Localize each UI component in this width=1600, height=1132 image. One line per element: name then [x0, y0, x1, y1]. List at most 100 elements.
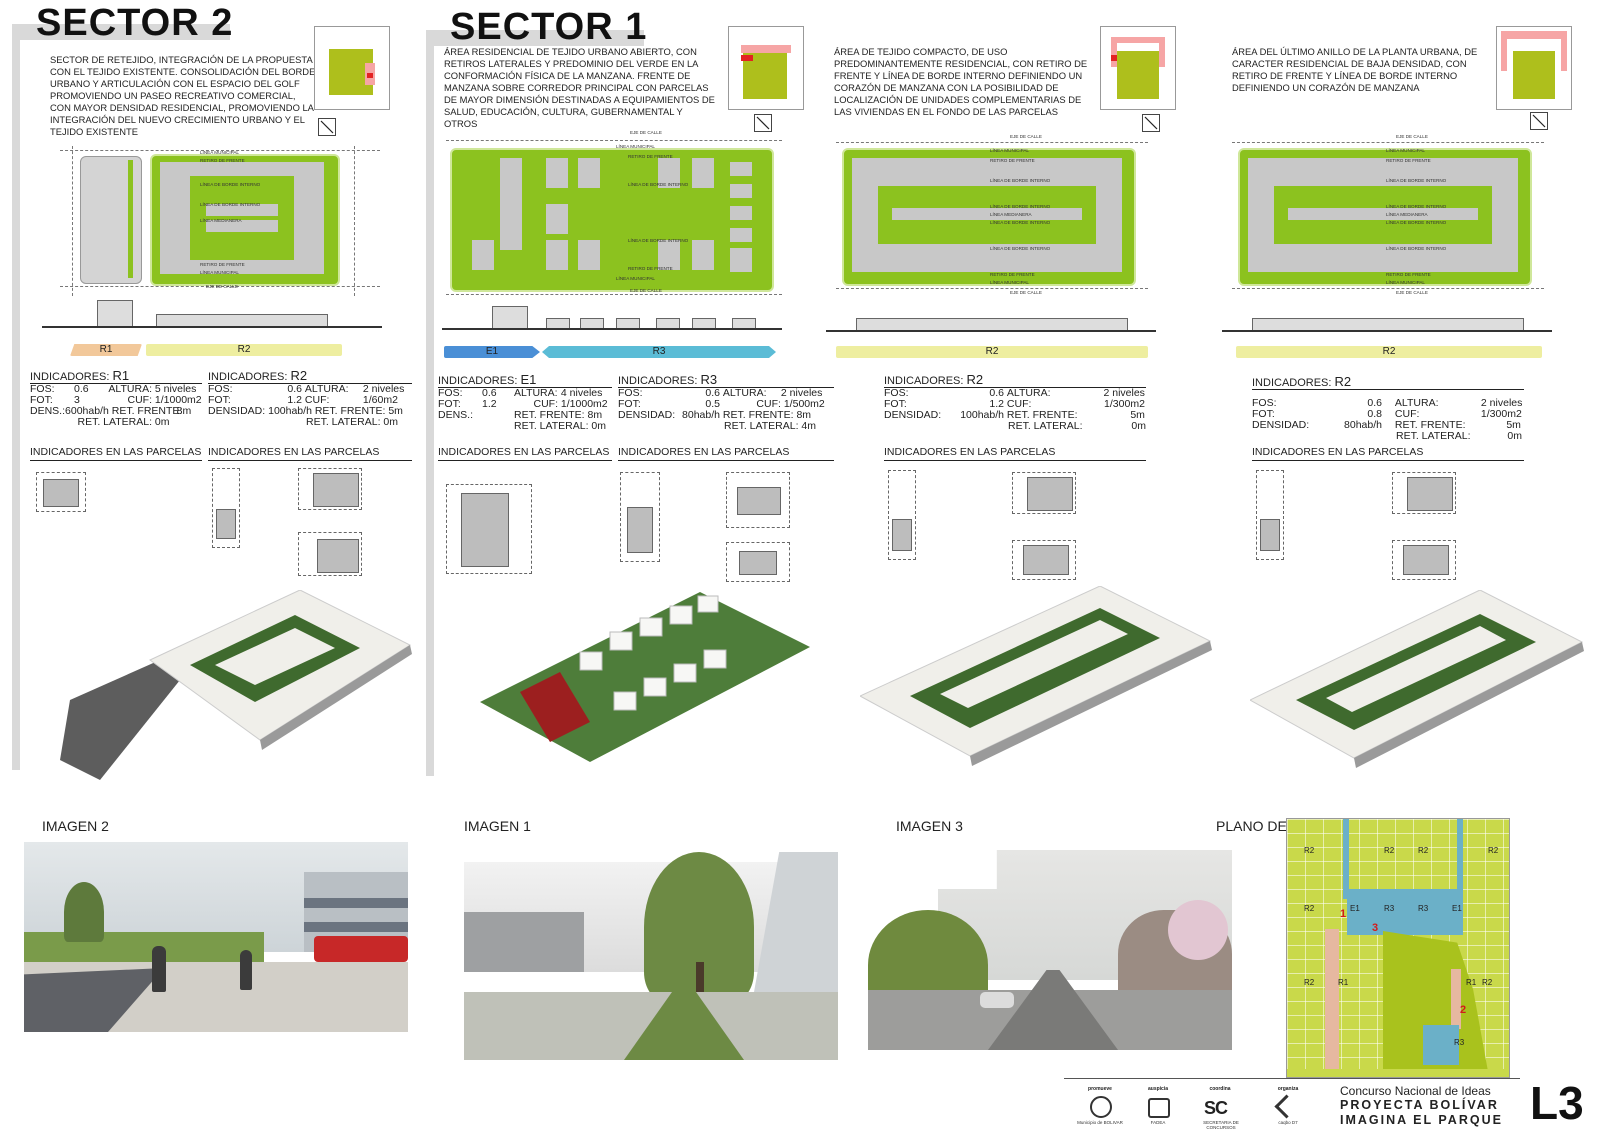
sector2-label-linea-municipal-2: LÍNEA MUNICIPAL — [200, 270, 239, 275]
parcel-s1-b — [620, 472, 660, 562]
sector2-label-retiro-frente-2: RETIRO DE FRENTE — [200, 262, 245, 267]
plano-label-r2-b: R2 — [1384, 846, 1395, 855]
zone-e1-bar: E1 — [444, 346, 540, 358]
zone-r3-bar: R3 — [542, 346, 776, 358]
parcel-s3-c — [1012, 540, 1076, 580]
imagen-1-label: IMAGEN 1 — [464, 818, 531, 834]
parcel-s3-b — [1012, 472, 1076, 514]
sector1-north-icon — [754, 114, 772, 132]
plano-label-r2-a: R2 — [1304, 846, 1315, 855]
sector4-parcel-heading: INDICADORES EN LAS PARCELAS — [1252, 446, 1424, 458]
sector3-label-eje: EJE DE CALLE — [1010, 134, 1042, 139]
sector1-label-linea-municipal: LÍNEA MUNICIPAL — [616, 144, 655, 149]
sector3-section — [826, 310, 1156, 334]
footer-contest-name: Concurso Nacional de Ideas — [1340, 1084, 1491, 1098]
sector1-label-linea-municipal-2: LÍNEA MUNICIPAL — [616, 276, 655, 281]
sector2-label-borde-interno-2: LÍNEA DE BORDE INTERNO — [200, 202, 261, 207]
plano-referencia-map — [1286, 818, 1510, 1078]
sector3-indicators-r2: INDICADORES: R2 FOS:0.6 ALTURA:2 niveles… — [884, 372, 1146, 432]
sector2-description: SECTOR DE RETEJIDO, INTEGRACIÓN DE LA PR… — [50, 54, 316, 137]
sector4-label-retiro-frente-2: RETIRO DE FRENTE — [1386, 272, 1431, 277]
sector3-label-borde-interno: LÍNEA DE BORDE INTERNO — [990, 178, 1051, 183]
footer-logo-municipio: Municipio de BOLIVAR — [1077, 1120, 1123, 1125]
imagen-2-render — [24, 842, 408, 1032]
sector2-block-plan — [60, 146, 380, 296]
sector4-label-borde-interno: LÍNEA DE BORDE INTERNO — [1386, 178, 1447, 183]
municipio-shield-icon — [1090, 1096, 1112, 1118]
sector4-label-eje: EJE DE CALLE — [1396, 134, 1428, 139]
plano-label-r2-f: R2 — [1304, 978, 1315, 987]
sector2-label-retiro-frente: RETIRO DE FRENTE — [200, 158, 245, 163]
footer-promueve: promueve — [1088, 1086, 1112, 1092]
footer-line-1: PROYECTA BOLÍVAR — [1340, 1098, 1499, 1112]
caqbo-logo-icon — [1274, 1094, 1299, 1119]
sector1-title-bar — [426, 30, 644, 46]
sector3-key-plan — [1100, 26, 1176, 110]
zone-r1-bar: R1 — [70, 344, 142, 356]
sector2-parcel-heading-r1: INDICADORES EN LAS PARCELAS — [30, 446, 202, 458]
sector1-indicators-r3: INDICADORES: R3 FOS:0.6 ALTURA:2 niveles… — [618, 372, 834, 432]
sector4-label-eje-2: EJE DE CALLE — [1396, 290, 1428, 295]
sector3-description: ÁREA DE TEJIDO COMPACTO, DE USO PREDOMIN… — [834, 46, 1088, 117]
sector4-label-medianera: LÍNEA MEDIANERA — [1386, 212, 1428, 217]
sector2-title-bar — [12, 24, 230, 40]
sector1-label-eje: EJE DE CALLE — [630, 130, 662, 135]
footer-organiza: organiza — [1277, 1086, 1299, 1092]
sector2-label-medianera: LÍNEA MEDIANERA — [200, 218, 242, 223]
footer-logo-caqbo: caqbo D7 — [1278, 1120, 1298, 1125]
sector2-parcel-line-2 — [208, 460, 412, 461]
imagen-2-label: IMAGEN 2 — [42, 818, 109, 834]
sector3-label-borde-interno-4: LÍNEA DE BORDE INTERNO — [990, 246, 1051, 251]
sector3-north-icon — [1142, 114, 1160, 132]
parcel-s2-a — [36, 472, 86, 512]
sector1-label-eje-2: EJE DE CALLE — [630, 288, 662, 293]
parcel-s1-a — [446, 484, 532, 574]
sector4-axonometric — [1250, 590, 1584, 768]
footer-logo-fadea: FADEA — [1150, 1120, 1166, 1125]
plano-label-r1-b: R1 — [1466, 978, 1477, 987]
parcel-s1-c — [726, 472, 790, 528]
sector4-parcel-line — [1252, 460, 1524, 461]
sector4-north-icon — [1530, 112, 1548, 130]
fadea-logo-icon — [1148, 1098, 1170, 1118]
plano-label-r2-e: R2 — [1304, 904, 1315, 913]
parcel-s2-b — [212, 468, 240, 548]
sector1-label-retiro-frente-2: RETIRO DE FRENTE — [628, 266, 673, 271]
sector4-key-plan — [1496, 26, 1572, 110]
sector2-north-icon — [318, 118, 336, 136]
footer-coordina: coordina — [1209, 1086, 1231, 1092]
sector2-key-plan — [314, 26, 390, 110]
sector3-label-eje-2: EJE DE CALLE — [1010, 290, 1042, 295]
sector3-label-borde-interno-2: LÍNEA DE BORDE INTERNO — [990, 204, 1051, 209]
zone-r2-bar-s2: R2 — [146, 344, 342, 356]
plano-label-r2-c: R2 — [1418, 846, 1429, 855]
sector2-title: SECTOR 2 — [36, 2, 234, 44]
sector3-label-linea-municipal: LÍNEA MUNICIPAL — [990, 148, 1029, 153]
sector4-label-retiro-frente: RETIRO DE FRENTE — [1386, 158, 1431, 163]
sector3-label-retiro-frente: RETIRO DE FRENTE — [990, 158, 1035, 163]
sector3-block-plan — [836, 138, 1148, 294]
sector4-block-plan — [1232, 138, 1544, 294]
plano-view-marker-3: 3 — [1372, 922, 1379, 934]
footer-logo-secretaria: SECRETARIA DE CONCURSOS — [1203, 1120, 1239, 1130]
sector3-label-linea-municipal-2: LÍNEA MUNICIPAL — [990, 280, 1029, 285]
sector1-parcel-heading-e1: INDICADORES EN LAS PARCELAS — [438, 446, 610, 458]
sector1-side-bar — [426, 46, 434, 776]
sector4-label-borde-interno-2: LÍNEA DE BORDE INTERNO — [1386, 204, 1447, 209]
sector1-parcel-heading-r3: INDICADORES EN LAS PARCELAS — [618, 446, 790, 458]
imagen-1-render — [464, 842, 838, 1060]
sector3-parcel-line — [884, 460, 1146, 461]
footer-auspicia: auspicia — [1147, 1086, 1168, 1092]
parcel-s3-a — [888, 470, 916, 560]
sector2-label-borde-interno: LÍNEA DE BORDE INTERNO — [200, 182, 261, 187]
plano-label-r2-d: R2 — [1488, 846, 1499, 855]
sheet-number: L3 — [1530, 1077, 1584, 1129]
sector2-axonometric — [60, 590, 412, 780]
sector1-axonometric — [480, 592, 810, 762]
sector1-section — [442, 304, 782, 332]
plano-label-r3-a: R3 — [1384, 904, 1395, 913]
sector3-label-medianera: LÍNEA MEDIANERA — [990, 212, 1032, 217]
sector2-parcel-heading-r2: INDICADORES EN LAS PARCELAS — [208, 446, 380, 458]
